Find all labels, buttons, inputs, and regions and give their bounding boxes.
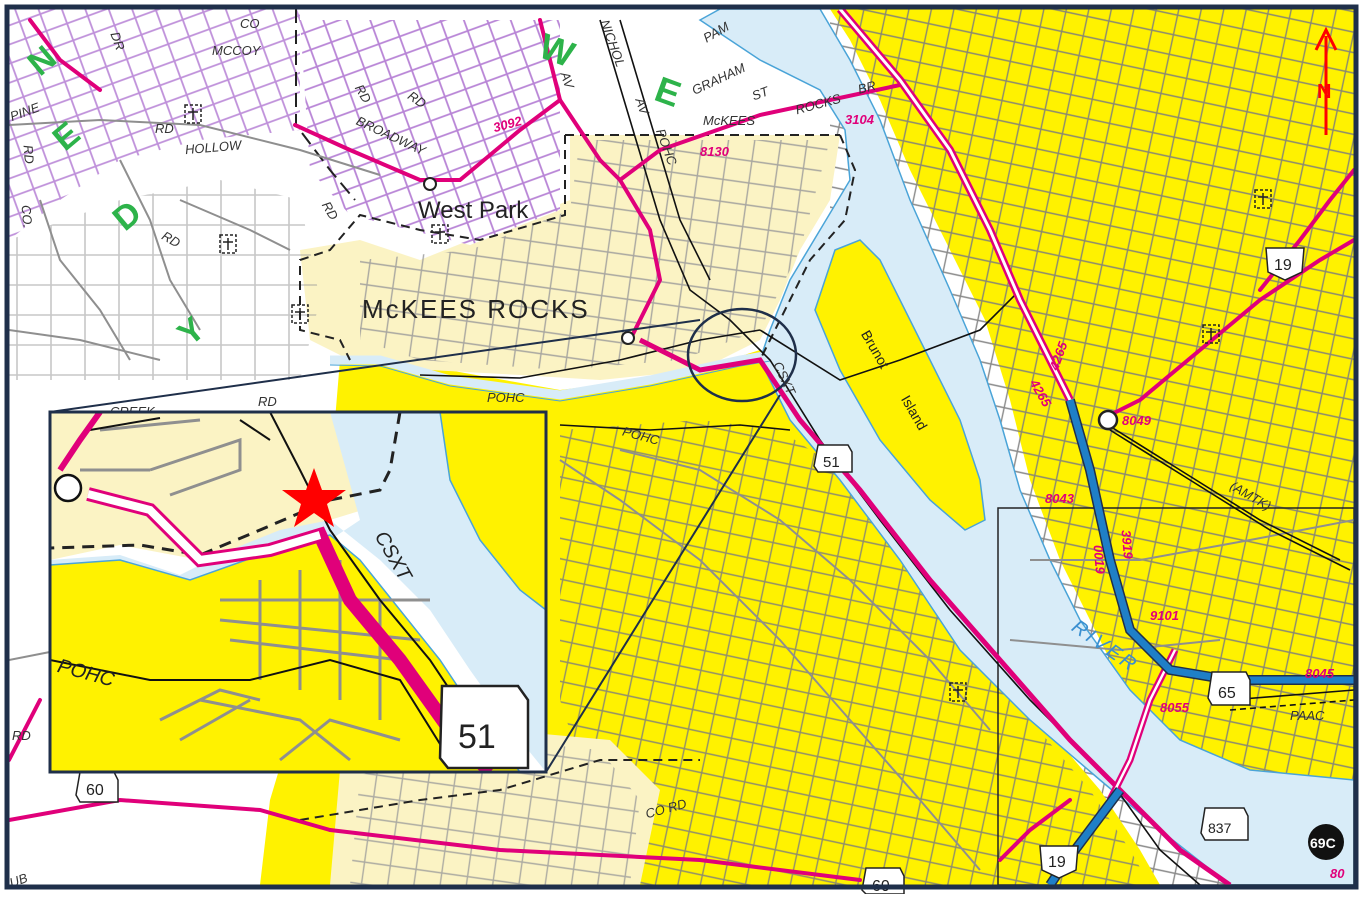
svg-text:RD: RD (155, 121, 174, 136)
church-icon (184, 104, 1272, 702)
exit-69c-badge: 69C (1308, 824, 1344, 860)
junction-8049 (1097, 409, 1119, 431)
svg-text:51: 51 (458, 718, 496, 756)
pa-65-shield: 65 (1207, 671, 1251, 706)
svg-text:19: 19 (1274, 257, 1292, 274)
svg-text:60: 60 (86, 782, 104, 799)
svg-text:POHC: POHC (487, 390, 525, 405)
callout-line-bottom (545, 394, 781, 773)
inset-map: CSXT POHC 51 (48, 410, 548, 774)
state-highways (9, 18, 1354, 882)
us-19-shield-bottom: 19 (1039, 845, 1079, 879)
inset-frame (48, 410, 548, 774)
svg-text:MCCOY: MCCOY (212, 43, 262, 58)
junction-mckees-rocks (621, 331, 635, 345)
svg-text:McKEES: McKEES (703, 113, 755, 128)
svg-text:8043: 8043 (1045, 491, 1075, 506)
svg-text:51: 51 (823, 454, 840, 471)
brunot-island (814, 239, 986, 531)
svg-text:RD: RD (12, 728, 31, 743)
svg-text:9101: 9101 (1150, 608, 1179, 623)
svg-text:69C: 69C (1310, 835, 1336, 851)
svg-text:8049: 8049 (1122, 413, 1152, 428)
svg-text:19: 19 (1048, 854, 1066, 871)
svg-text:RD: RD (258, 394, 277, 409)
pa-60-shield-left: 60 (75, 771, 119, 803)
svg-text:8045: 8045 (1305, 666, 1335, 681)
svg-text:65: 65 (1218, 685, 1236, 702)
zoom-callout-circle (686, 307, 798, 403)
svg-text:DR: DR (107, 30, 128, 53)
svg-text:HOLLOW: HOLLOW (184, 137, 243, 157)
svg-text:3092: 3092 (492, 113, 525, 135)
svg-text:80: 80 (1330, 866, 1345, 881)
pa-51-shield-main: 51 (813, 444, 853, 473)
highway-51-double (638, 9, 1232, 885)
map-border (4, 4, 1359, 890)
svg-text:BR: BR (856, 78, 877, 97)
map-layers (9, 9, 1354, 885)
svg-text:ST: ST (750, 83, 772, 103)
svg-text:3104: 3104 (845, 112, 875, 127)
svg-text:PAAC: PAAC (1290, 708, 1325, 723)
us-19-shield-top: 19 (1265, 247, 1305, 281)
pa-837-shield: 837 (1200, 807, 1249, 841)
west-park-label: West Park (418, 197, 529, 224)
inset-pa-51-shield: 51 (438, 684, 530, 770)
svg-text:3919: 3919 (1119, 529, 1137, 560)
callout-line-top (49, 319, 701, 413)
svg-text:AV: AV (632, 95, 653, 118)
svg-text:8130: 8130 (700, 144, 730, 159)
svg-text:RD: RD (21, 144, 38, 164)
mckees-rocks-label: McKEES ROCKS (362, 294, 590, 324)
svg-text:CO: CO (240, 16, 260, 31)
svg-text:AV: AV (557, 69, 578, 92)
svg-text:CO.: CO. (19, 204, 36, 228)
star-marker-icon (282, 468, 346, 527)
svg-text:N: N (1317, 81, 1331, 103)
pa-60-shield-bottom: 60 (861, 867, 905, 895)
svg-text:837: 837 (1208, 820, 1232, 836)
quad-boundary (997, 507, 1354, 885)
route-number-labels: 3092 3104 8130 4265 4265 8049 8043 0019 … (492, 112, 1346, 881)
junction-west-park (423, 177, 437, 191)
ohio-river (698, 9, 1354, 885)
svg-text:0019: 0019 (1091, 544, 1109, 575)
svg-text:8055: 8055 (1160, 700, 1190, 715)
north-arrow-icon: N (1314, 26, 1338, 135)
local-roads (9, 118, 1354, 871)
